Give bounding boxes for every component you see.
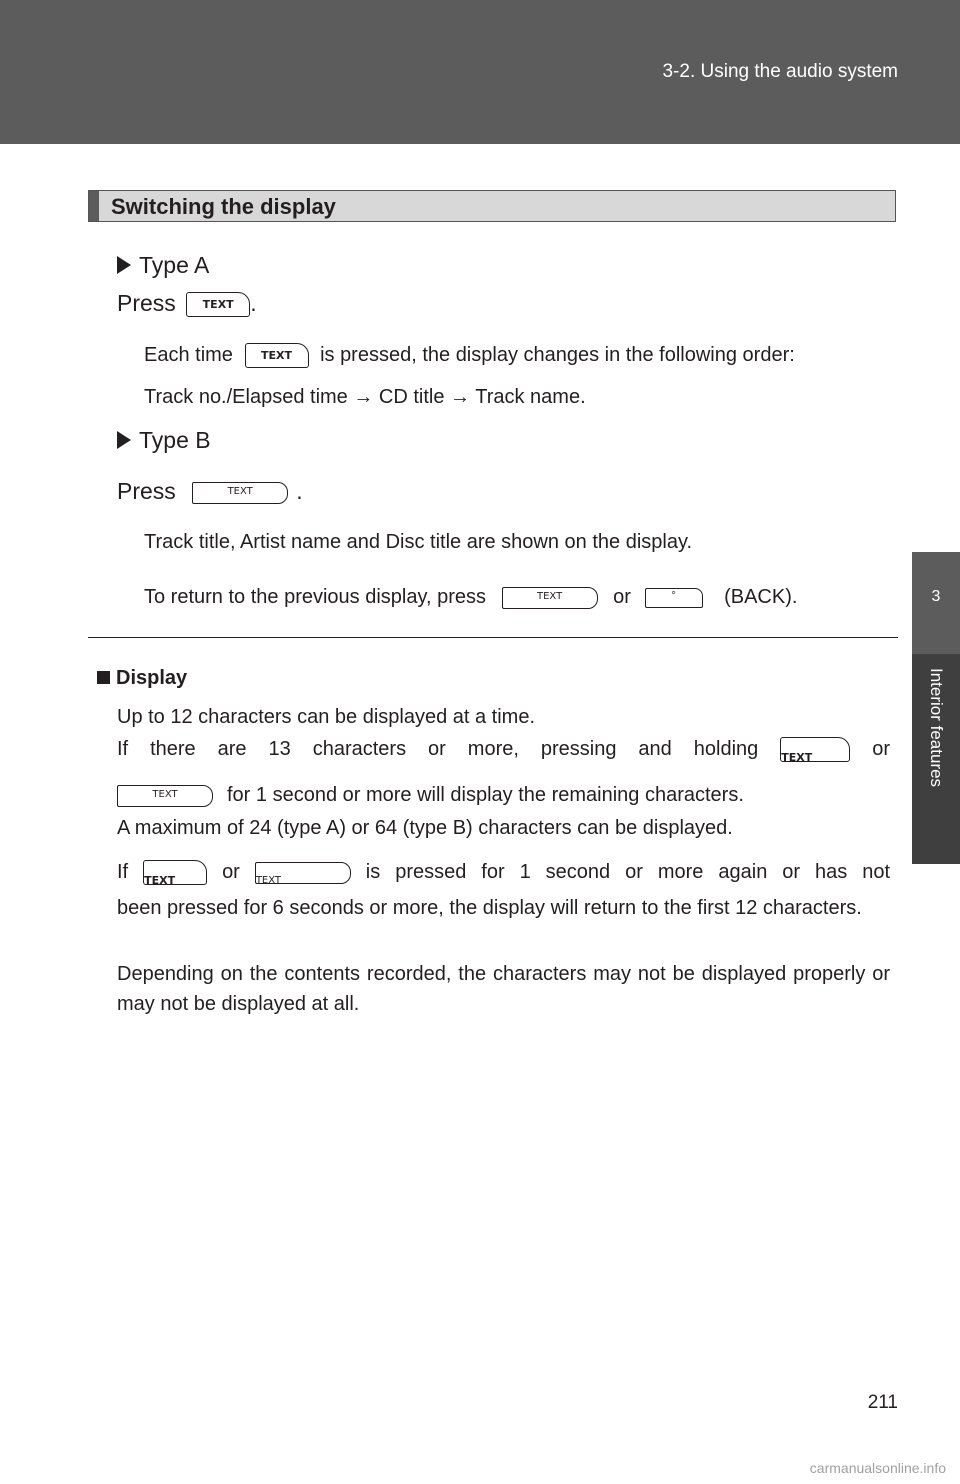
type-b-heading-row: Type B	[117, 427, 211, 454]
type-a-heading: Type A	[139, 252, 210, 278]
text-button-label: TEXT	[144, 874, 176, 888]
press-label: Press	[117, 290, 176, 316]
display-line-5-rest: is pressed for 1 second or more again or…	[365, 861, 891, 883]
display-line-6: been pressed for 6 seconds or more, the …	[117, 897, 862, 919]
section-title: Switching the display	[111, 194, 336, 219]
type-a-heading-row: Type A	[117, 252, 209, 279]
display-line-2-or: or	[872, 738, 890, 760]
square-bullet-icon	[97, 671, 110, 684]
display-line-5: If TEXT or TEXT is pressed for 1 second …	[117, 857, 890, 887]
page-number: 211	[867, 1392, 898, 1413]
text-button-label: TEXT	[255, 874, 282, 886]
each-time-row: Each time TEXT is pressed, the display c…	[144, 343, 795, 368]
text-button-type-b[interactable]: TEXT	[254, 861, 351, 886]
display-line-3-row: TEXT for 1 second or more will display th…	[117, 784, 744, 807]
type-b-press-row: Press TEXT.	[117, 478, 303, 505]
back-label: (BACK).	[724, 586, 798, 608]
press-end: .	[296, 478, 303, 504]
display-line-1: Up to 12 characters can be displayed at …	[117, 706, 536, 728]
type-b-shown-text: Track title, Artist name and Disc title …	[144, 531, 693, 553]
display-line-5-or: or	[222, 861, 240, 883]
display-heading-row: Display	[97, 667, 187, 690]
section-divider	[88, 637, 898, 638]
text-button-type-b[interactable]: TEXT	[192, 481, 289, 504]
arrow-right-icon	[117, 431, 131, 449]
text-button-label: TEXT	[227, 485, 253, 497]
display-order: Track no./Elapsed time → CD title → Trac…	[144, 386, 586, 408]
text-button-type-b[interactable]: TEXT	[117, 784, 213, 807]
text-button-type-a[interactable]: TEXT	[244, 343, 309, 368]
text-button-label: TEXT	[536, 590, 563, 602]
text-button-type-a[interactable]: TEXT	[186, 292, 251, 318]
display-line-2-start: If there are 13 characters or more, pres…	[117, 738, 759, 760]
text-button-type-a[interactable]: TEXT	[143, 860, 208, 887]
each-time-label: Each time	[144, 343, 233, 366]
text-button-label: TEXT	[202, 298, 234, 312]
return-text: To return to the previous display, press	[144, 586, 487, 608]
watermark: carmanualsonline.info	[809, 1460, 946, 1476]
chapter-title: Interior features	[927, 668, 946, 788]
back-button[interactable]: °	[644, 587, 703, 608]
text-button-type-a[interactable]: TEXT	[780, 737, 851, 764]
press-end: .	[250, 290, 257, 316]
each-time-rest: is pressed, the display changes in the f…	[320, 343, 795, 366]
chapter-label-box: Interior features	[912, 654, 960, 864]
text-button-label: TEXT	[781, 751, 813, 765]
section-title-box: Switching the display	[88, 190, 896, 222]
or-label: or	[613, 586, 631, 608]
display-line-5-if: If	[117, 861, 129, 883]
chapter-number: 3	[931, 588, 941, 605]
display-line-7: Depending on the contents recorded, the …	[117, 963, 890, 1015]
header-section-title: 3-2. Using the audio system	[662, 61, 898, 82]
back-button-symbol: °	[671, 589, 676, 602]
type-a-press-row: Press TEXT.	[117, 290, 257, 318]
header-bar: 3-2. Using the audio system	[0, 0, 960, 144]
arrow-right-icon	[117, 256, 131, 274]
display-line-2: If there are 13 characters or more, pres…	[117, 734, 890, 764]
text-button-label: TEXT	[260, 349, 292, 362]
display-line-3: for 1 second or more will display the re…	[227, 784, 744, 806]
press-label: Press	[117, 478, 176, 504]
text-button-type-b[interactable]: TEXT	[501, 586, 598, 609]
section-title-bar	[89, 191, 99, 221]
return-row: To return to the previous display, press…	[144, 586, 797, 609]
display-line-4: A maximum of 24 (type A) or 64 (type B) …	[117, 817, 733, 839]
chapter-tab: 3	[912, 552, 960, 654]
display-heading: Display	[116, 667, 188, 689]
text-button-label: TEXT	[152, 788, 178, 800]
type-b-heading: Type B	[139, 427, 211, 453]
